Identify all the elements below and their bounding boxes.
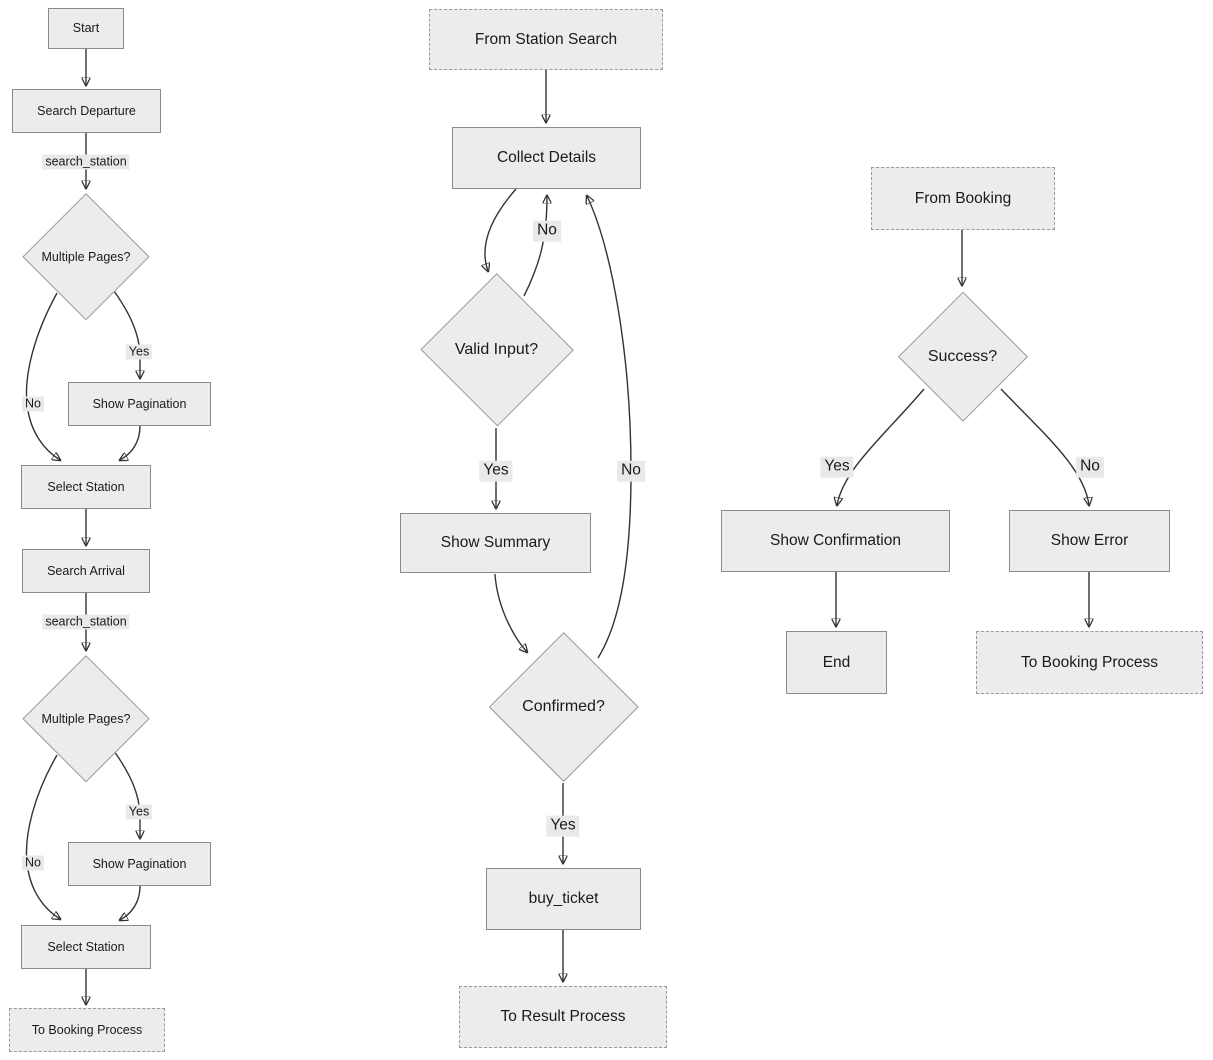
node-search-arrival-label: Search Arrival: [47, 563, 125, 578]
node-show-pagination-1-label: Show Pagination: [92, 396, 187, 411]
node-collect-details-label: Collect Details: [496, 149, 597, 167]
node-search-arrival: Search Arrival: [22, 549, 150, 593]
decision-success: Success?: [896, 290, 1029, 423]
edge-label-yes-1: Yes: [125, 344, 153, 360]
decision-multiple-pages-1-label: Multiple Pages?: [41, 250, 131, 264]
node-to-booking-process-left-label: To Booking Process: [31, 1022, 143, 1037]
node-end-label: End: [822, 653, 851, 671]
decision-multiple-pages-1: Multiple Pages?: [21, 192, 151, 322]
node-from-station-search-label: From Station Search: [474, 30, 618, 48]
node-start-label: Start: [72, 21, 100, 36]
edge-label-no-1: No: [22, 396, 44, 412]
decision-multiple-pages-2: Multiple Pages?: [21, 654, 151, 784]
edge-label-no-2: No: [22, 855, 44, 871]
node-to-booking-process-right: To Booking Process: [976, 631, 1203, 694]
edge-collect-details-to-valid-input: [485, 188, 517, 271]
node-show-pagination-1: Show Pagination: [68, 382, 211, 426]
node-select-station-1: Select Station: [21, 465, 151, 509]
edge-label-yes-2: Yes: [125, 804, 153, 820]
decision-valid-input: Valid Input?: [418, 272, 575, 428]
node-end: End: [786, 631, 887, 694]
decision-valid-input-label: Valid Input?: [454, 341, 539, 358]
node-show-confirmation-label: Show Confirmation: [770, 532, 901, 550]
node-to-booking-process-left: To Booking Process: [9, 1008, 165, 1052]
node-show-summary-label: Show Summary: [440, 534, 551, 552]
edge-show-pagination-2-to-select-station-2: [120, 885, 141, 920]
node-search-departure: Search Departure: [12, 89, 161, 133]
edge-confirmed-no: [587, 196, 632, 659]
node-buy-ticket-label: buy_ticket: [528, 890, 599, 908]
node-buy-ticket: buy_ticket: [486, 868, 641, 930]
node-select-station-2: Select Station: [21, 925, 151, 969]
edge-label-success-no: No: [1076, 456, 1104, 478]
edge-show-pagination-1-to-select-station-1: [120, 425, 141, 460]
node-show-error: Show Error: [1009, 510, 1170, 572]
node-collect-details: Collect Details: [452, 127, 641, 189]
decision-success-label: Success?: [927, 347, 998, 365]
edge-label-search-station-1: search_station: [42, 154, 130, 170]
node-show-error-label: Show Error: [1050, 532, 1129, 550]
node-select-station-1-label: Select Station: [47, 479, 125, 494]
node-from-booking: From Booking: [871, 167, 1055, 230]
node-from-station-search: From Station Search: [429, 9, 663, 70]
decision-confirmed: Confirmed?: [487, 631, 640, 783]
node-to-result-process-label: To Result Process: [500, 1008, 626, 1026]
node-start: Start: [48, 8, 124, 49]
node-to-result-process: To Result Process: [459, 986, 667, 1048]
node-to-booking-process-right-label: To Booking Process: [1021, 653, 1158, 671]
decision-confirmed-label: Confirmed?: [522, 698, 605, 715]
edge-label-valid-no: No: [533, 220, 561, 242]
node-from-booking-label: From Booking: [914, 189, 1012, 207]
node-show-summary: Show Summary: [400, 513, 591, 573]
edge-label-search-station-2: search_station: [42, 614, 130, 630]
edge-label-success-yes: Yes: [820, 456, 854, 478]
edge-label-valid-yes: Yes: [479, 460, 513, 482]
node-search-departure-label: Search Departure: [37, 103, 136, 118]
decision-multiple-pages-2-label: Multiple Pages?: [41, 712, 131, 726]
node-select-station-2-label: Select Station: [47, 939, 125, 954]
node-show-pagination-2-label: Show Pagination: [92, 856, 187, 871]
node-show-confirmation: Show Confirmation: [721, 510, 950, 572]
edge-label-confirmed-no: No: [617, 460, 645, 482]
node-show-pagination-2: Show Pagination: [68, 842, 211, 886]
edge-label-confirmed-yes: Yes: [546, 815, 580, 837]
